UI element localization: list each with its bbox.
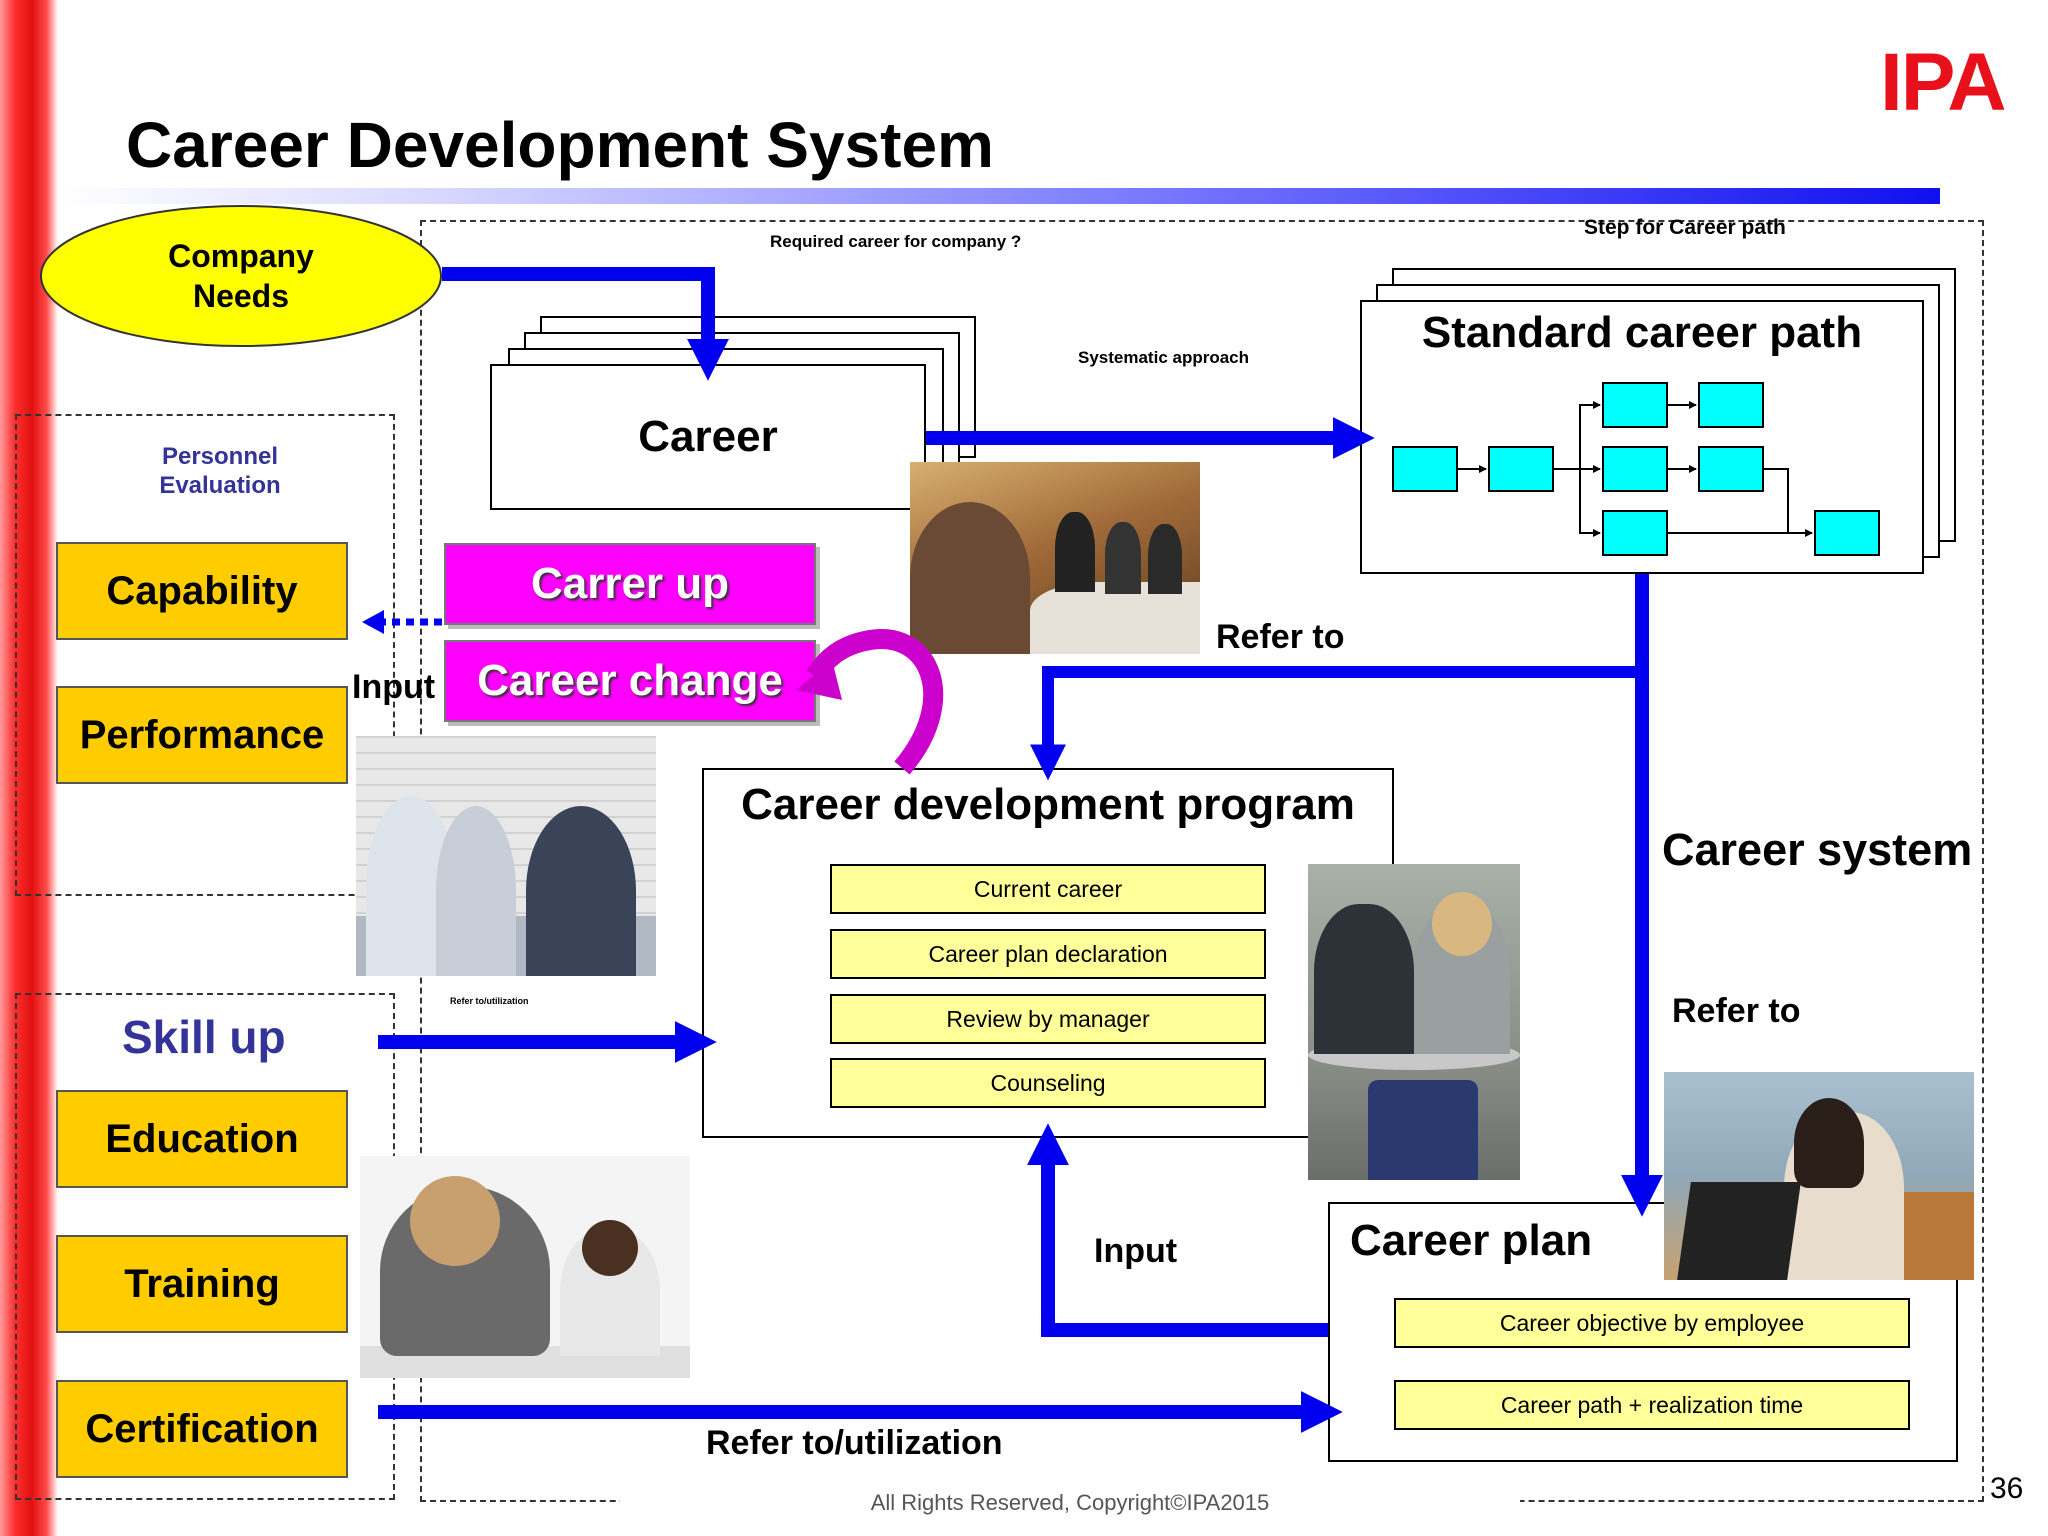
students-photo-girl-hair xyxy=(410,1176,500,1266)
program-item-career-plan-declaration: Career plan declaration xyxy=(830,929,1266,979)
performance-box: Performance xyxy=(56,686,348,784)
career-change-curved-arrow-head xyxy=(796,660,842,700)
career-system-label: Career system xyxy=(1662,824,1973,875)
copyright-footer: All Rights Reserved, Copyright©IPA2015 xyxy=(620,1490,1520,1516)
business-photo-man xyxy=(1314,904,1414,1054)
career-plan-item-objective: Career objective by employee xyxy=(1394,1298,1910,1348)
business-meeting-photo xyxy=(1308,864,1520,1180)
path-step-2 xyxy=(1488,446,1554,492)
path-step-upper-a xyxy=(1602,382,1668,428)
company-needs-label: Company Needs xyxy=(168,238,314,314)
students-photo-boy-hair xyxy=(582,1220,638,1276)
carrer-up-box: Carrer up xyxy=(444,543,816,625)
path-step-final xyxy=(1814,510,1880,556)
meeting-photo-person-back xyxy=(910,502,1030,654)
career-change-curved-arrow xyxy=(806,629,944,775)
page-title: Career Development System xyxy=(126,109,994,181)
office-women-photo xyxy=(356,736,656,976)
skill-up-heading: Skill up xyxy=(122,1011,286,1063)
arrow-carrer-up-to-capability-head xyxy=(362,610,384,634)
arrow-standard-path-to-program xyxy=(1030,666,1642,781)
path-step-upper-b xyxy=(1698,382,1764,428)
office-photo-person-2 xyxy=(436,806,516,976)
path-step-1 xyxy=(1392,446,1458,492)
business-photo-chair xyxy=(1368,1080,1478,1180)
career-change-box: Career change xyxy=(444,640,816,722)
standard-path-connectors xyxy=(1458,401,1813,537)
laptop-woman-photo xyxy=(1664,1072,1974,1280)
path-step-middle-a xyxy=(1602,446,1668,492)
laptop-photo-hair xyxy=(1794,1098,1864,1188)
meeting-photo-person-1 xyxy=(1055,512,1095,592)
career-box-label: Career xyxy=(638,412,778,461)
certification-box: Certification xyxy=(56,1380,348,1478)
career-plan-item-path-time: Career path + realization time xyxy=(1394,1380,1910,1430)
input-left-label: Input xyxy=(352,668,436,706)
refer-to-utilization-label: Refer to/utilization xyxy=(706,1424,1003,1462)
refer-to-utilization-small-label: Refer to/utilization xyxy=(450,996,529,1006)
capability-box: Capability xyxy=(56,542,348,640)
page-number: 36 xyxy=(1990,1472,2024,1505)
meeting-photo-table xyxy=(1030,582,1200,654)
ipa-logo: IPA xyxy=(1880,37,2007,128)
refer-to-top-label: Refer to xyxy=(1216,618,1345,656)
systematic-approach-label: Systematic approach xyxy=(1078,348,1250,367)
refer-to-right-label: Refer to xyxy=(1672,992,1801,1030)
path-step-middle-b xyxy=(1698,446,1764,492)
arrow-company-needs-to-career xyxy=(442,267,729,381)
training-box: Training xyxy=(56,1235,348,1333)
personnel-evaluation-group xyxy=(15,414,395,896)
program-item-counseling: Counseling xyxy=(830,1058,1266,1108)
standard-career-path-title: Standard career path xyxy=(1421,308,1863,357)
meeting-photo-person-3 xyxy=(1148,524,1182,594)
path-step-lower-a xyxy=(1602,510,1668,556)
company-needs-ellipse xyxy=(40,205,442,347)
education-box: Education xyxy=(56,1090,348,1188)
personnel-evaluation-heading: Personnel Evaluation xyxy=(159,443,281,499)
meeting-photo xyxy=(910,462,1200,654)
input-bottom-label: Input xyxy=(1094,1232,1178,1270)
step-for-career-path-label: Step for Career path xyxy=(1584,216,1786,239)
office-photo-person-3 xyxy=(526,806,636,976)
meeting-photo-person-2 xyxy=(1105,522,1141,594)
title-underline xyxy=(58,188,1940,204)
arrow-career-plan-to-program xyxy=(1027,1123,1328,1337)
business-photo-woman-hair xyxy=(1432,892,1492,956)
program-item-current-career: Current career xyxy=(830,864,1266,914)
career-plan-title: Career plan xyxy=(1350,1216,1593,1265)
students-photo xyxy=(360,1156,690,1378)
program-item-review-by-manager: Review by manager xyxy=(830,994,1266,1044)
career-development-program-title: Career development program xyxy=(741,780,1355,829)
required-career-label: Required career for company ? xyxy=(770,232,1022,251)
